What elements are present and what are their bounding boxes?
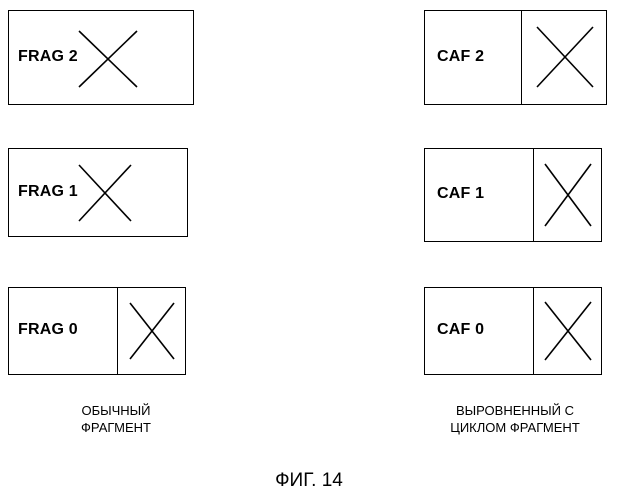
frag-1-cross-icon [77, 163, 133, 223]
frag-1-label: FRAG 1 [18, 183, 78, 201]
left-caption: ОБЫЧНЫЙ ФРАГМЕНТ [36, 402, 196, 436]
caf-0-cross-icon [543, 300, 593, 362]
frag-0-cross-icon [128, 301, 176, 361]
right-caption-line-1: ВЫРОВНЕННЫЙ С [420, 402, 610, 419]
frag-2-cross-icon [77, 29, 139, 89]
frag-0-box: FRAG 0 [8, 287, 186, 375]
caf-0-divider [533, 288, 534, 374]
caf-2-box: CAF 2 [424, 10, 607, 105]
frag-1-box: FRAG 1 [8, 148, 188, 237]
frag-0-divider [117, 288, 118, 374]
frag-2-label: FRAG 2 [18, 48, 78, 66]
figure-title: ФИГ. 14 [259, 470, 359, 492]
caf-2-divider [521, 11, 522, 104]
caf-1-label: CAF 1 [437, 185, 484, 203]
caf-1-divider [533, 149, 534, 241]
left-caption-line-2: ФРАГМЕНТ [36, 419, 196, 436]
left-caption-line-1: ОБЫЧНЫЙ [36, 402, 196, 419]
frag-0-label: FRAG 0 [18, 321, 78, 339]
right-caption-line-2: ЦИКЛОМ ФРАГМЕНТ [420, 419, 610, 436]
caf-2-cross-icon [535, 25, 595, 89]
right-caption: ВЫРОВНЕННЫЙ С ЦИКЛОМ ФРАГМЕНТ [420, 402, 610, 436]
frag-2-box: FRAG 2 [8, 10, 194, 105]
caf-0-box: CAF 0 [424, 287, 602, 375]
caf-0-label: CAF 0 [437, 321, 484, 339]
caf-2-label: CAF 2 [437, 48, 484, 66]
caf-1-cross-icon [543, 162, 593, 228]
caf-1-box: CAF 1 [424, 148, 602, 242]
